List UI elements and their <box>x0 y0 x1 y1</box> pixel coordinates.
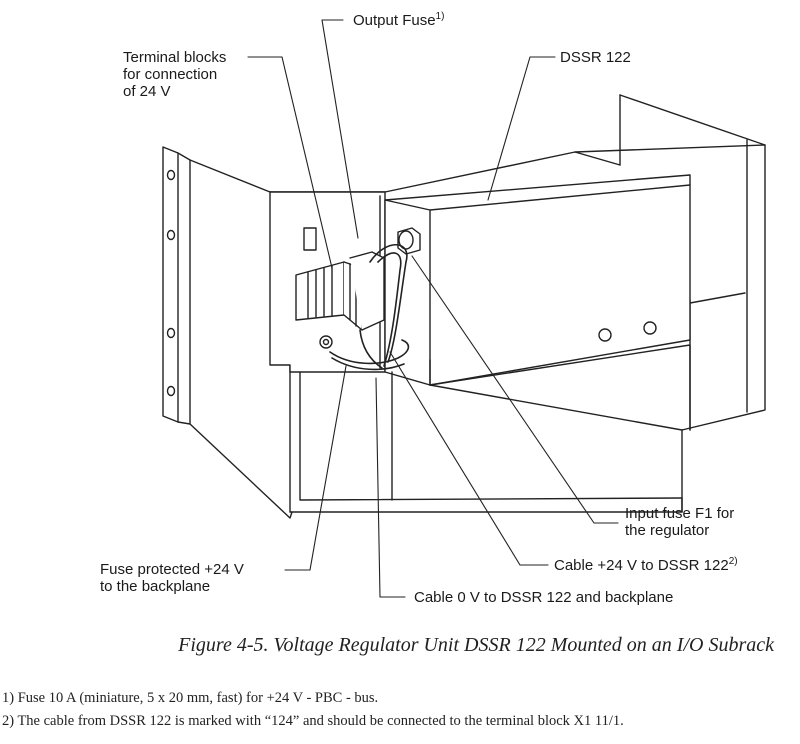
footnote-1: 1) Fuse 10 A (miniature, 5 x 20 mm, fast… <box>2 690 379 706</box>
cables <box>329 244 410 371</box>
dssr-module <box>384 174 691 501</box>
terminal-blocks <box>295 251 385 331</box>
label-output-fuse: Output Fuse1) <box>353 11 445 30</box>
label-cable-0v: Cable 0 V to DSSR 122 and backplane <box>414 589 674 606</box>
label-dssr: DSSR 122 <box>560 49 631 66</box>
label-terminal-blocks: Terminal blocks for connection of 24 V <box>123 49 227 100</box>
figure-caption: Figure 4-5. Voltage Regulator Unit DSSR … <box>178 634 774 656</box>
subrack-frame <box>189 94 766 519</box>
footnote-ref-2: 2) <box>728 556 738 567</box>
label-input-fuse: Input fuse F1 for the regulator <box>625 505 735 539</box>
label-cable-24v: Cable +24 V to DSSR 1222) <box>554 556 738 575</box>
input-fuse-holder <box>397 227 421 255</box>
footnote-2: 2) The cable from DSSR 122 is marked wit… <box>2 713 624 729</box>
leader-lines <box>247 19 619 598</box>
footnote-ref-1: 1) <box>435 11 445 22</box>
label-fuse-protected: Fuse protected +24 V to the backplane <box>100 561 244 595</box>
rack-mounting-ear <box>162 146 191 425</box>
